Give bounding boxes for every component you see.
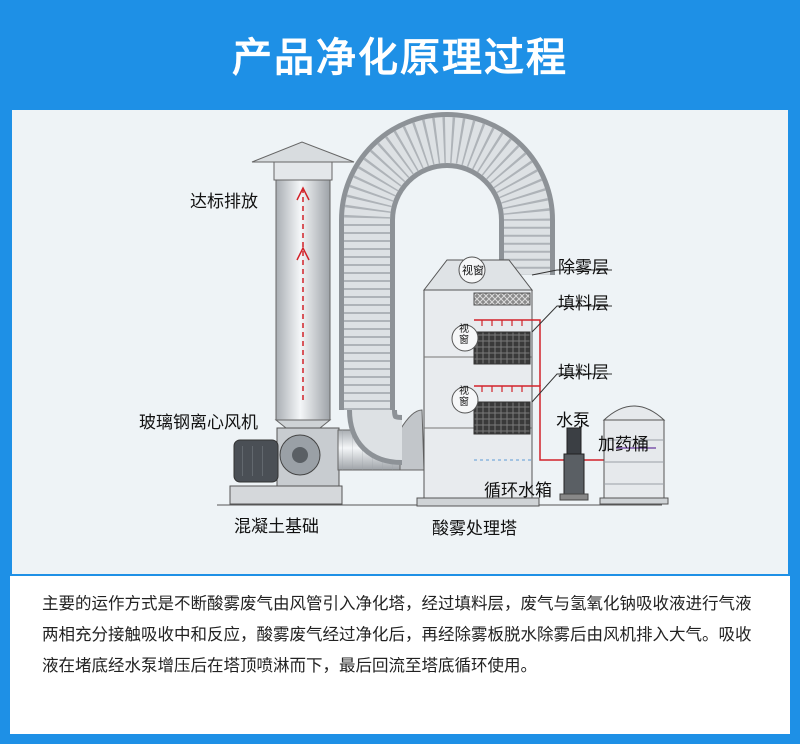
scrubber-tower xyxy=(416,256,540,507)
demist-layer xyxy=(473,292,531,306)
description-text: 主要的运作方式是不断酸雾废气由风管引入净化塔，经过填料层，废气与氢氧化钠吸收液进… xyxy=(42,594,752,675)
water-pump xyxy=(559,427,589,501)
label-discharge: 达标排放 xyxy=(190,192,258,212)
label-dosing-tank: 加药桶 xyxy=(598,435,649,455)
label-foundation: 混凝土基础 xyxy=(234,517,319,537)
label-demist-layer: 除雾层 xyxy=(558,258,609,278)
centrifugal-fan xyxy=(229,427,343,505)
sight-window-label-1: 视窗 xyxy=(462,264,484,277)
label-leaders xyxy=(531,269,612,403)
packing-layer-2 xyxy=(473,401,531,435)
arrow-head-up-2 xyxy=(296,186,310,201)
label-scrubber-tower: 酸雾处理塔 xyxy=(432,519,517,539)
label-circulation-tank: 循环水箱 xyxy=(484,481,552,501)
page-title: 产品净化原理过程 xyxy=(232,35,568,81)
exhaust-stack xyxy=(251,141,355,429)
sight-window-3 xyxy=(451,386,479,414)
arrow-head-up-1 xyxy=(296,246,310,261)
description-box: 主要的运作方式是不断酸雾废气由风管引入净化塔，经过填料层，废气与氢氧化钠吸收液进… xyxy=(10,576,790,734)
label-packing-layer-1: 填料层 xyxy=(558,294,609,314)
dosing-tank xyxy=(599,405,669,505)
gooseneck-duct xyxy=(339,112,555,465)
diagram-drawing xyxy=(217,112,669,507)
label-pump: 水泵 xyxy=(556,411,590,431)
sight-window-label-3: 视窗 xyxy=(459,386,469,408)
packing-layer-1 xyxy=(473,331,531,365)
label-fan: 玻璃钢离心风机 xyxy=(139,413,258,433)
sight-window-2 xyxy=(451,324,479,352)
process-diagram: 视窗 视窗 视窗 达标排放 玻璃钢离心风机 混凝土基础 除雾层 填料层 填料层 … xyxy=(12,110,788,574)
sight-window-label-2: 视窗 xyxy=(459,324,469,346)
label-packing-layer-2: 填料层 xyxy=(558,363,609,383)
sight-window-1 xyxy=(458,256,486,284)
